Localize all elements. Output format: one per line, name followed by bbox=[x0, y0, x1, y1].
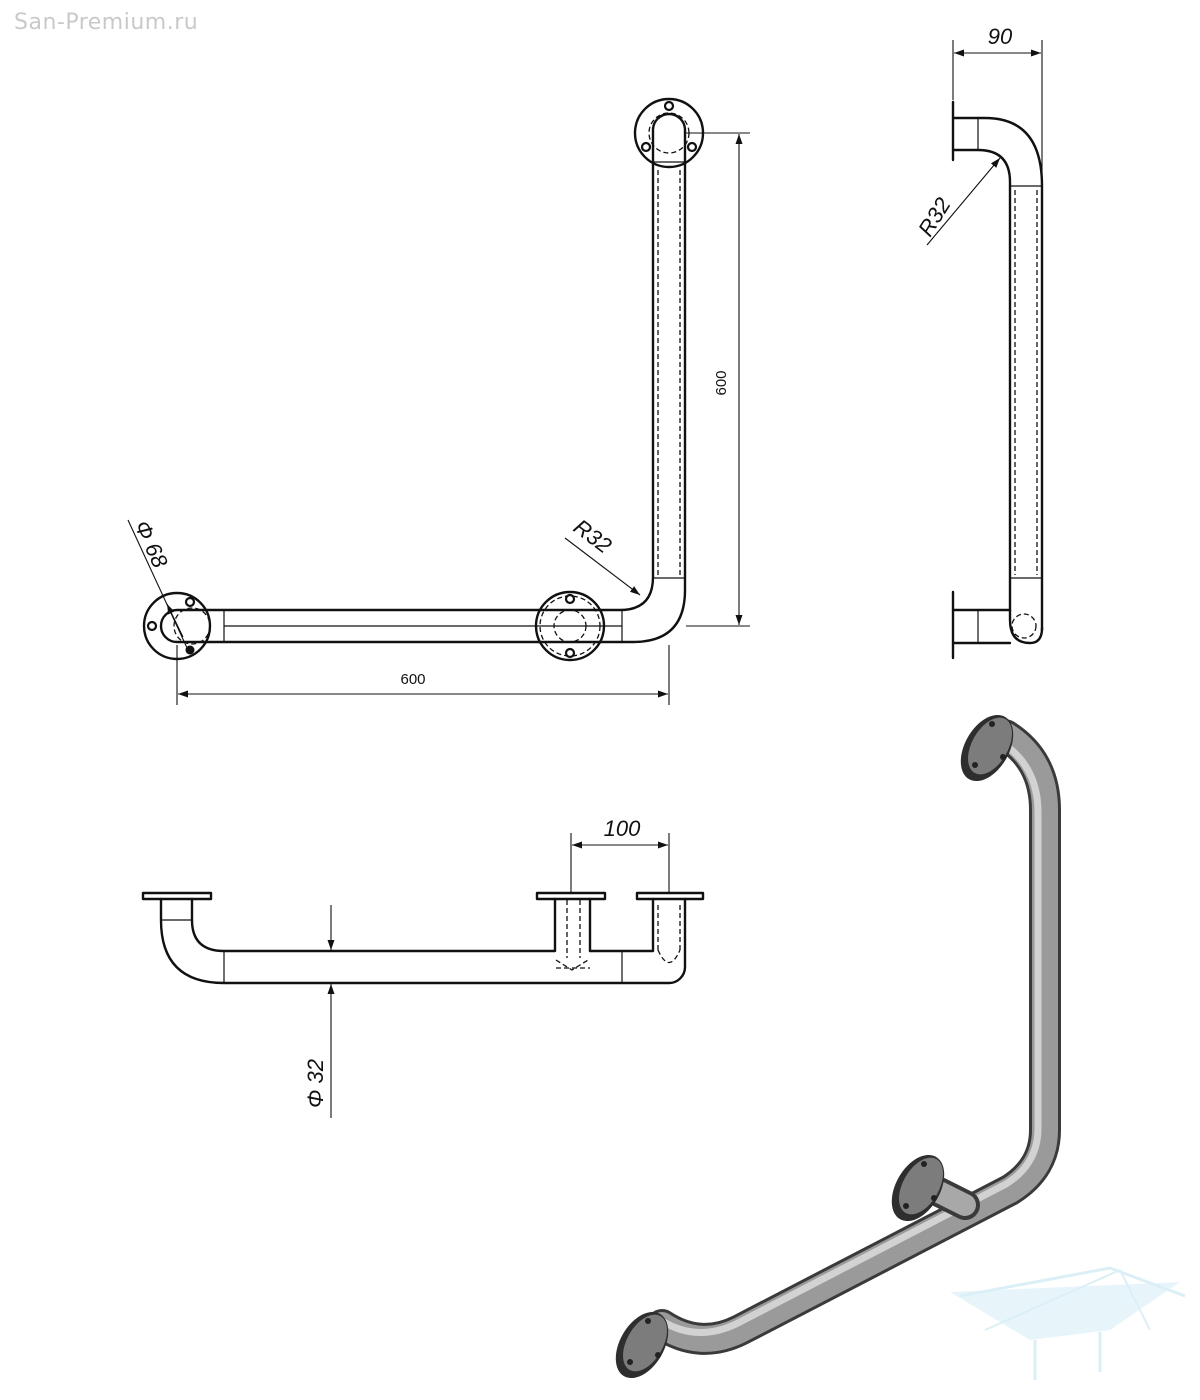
dim-pipe-diameter: Φ 32 bbox=[303, 1059, 328, 1108]
front-view: 600 600 R32 Φ 68 bbox=[127, 97, 750, 705]
flange-3d-middle bbox=[891, 1154, 945, 1222]
site-watermark: San-Premium.ru bbox=[14, 10, 199, 35]
front-pipe-outline bbox=[159, 112, 687, 644]
flange-3d-top bbox=[960, 714, 1014, 782]
flange-3d-bottom bbox=[615, 1311, 669, 1379]
top-view: 100 Φ 32 bbox=[141, 816, 705, 1118]
isometric-3d-view bbox=[615, 714, 1061, 1379]
side-view: 90 R32 bbox=[913, 24, 1044, 660]
dim-side-depth: 90 bbox=[988, 24, 1013, 49]
dim-front-height: 600 bbox=[713, 370, 730, 395]
dim-top-offset: 100 bbox=[604, 816, 641, 841]
dim-front-width: 600 bbox=[400, 671, 425, 688]
dim-flange-diameter: Φ 68 bbox=[129, 517, 173, 573]
logo-bathtub bbox=[950, 1266, 1186, 1380]
dim-bend-radius-front: R32 bbox=[569, 514, 616, 558]
flange-middle-front bbox=[534, 590, 606, 662]
dim-bend-radius-side: R32 bbox=[913, 193, 956, 240]
